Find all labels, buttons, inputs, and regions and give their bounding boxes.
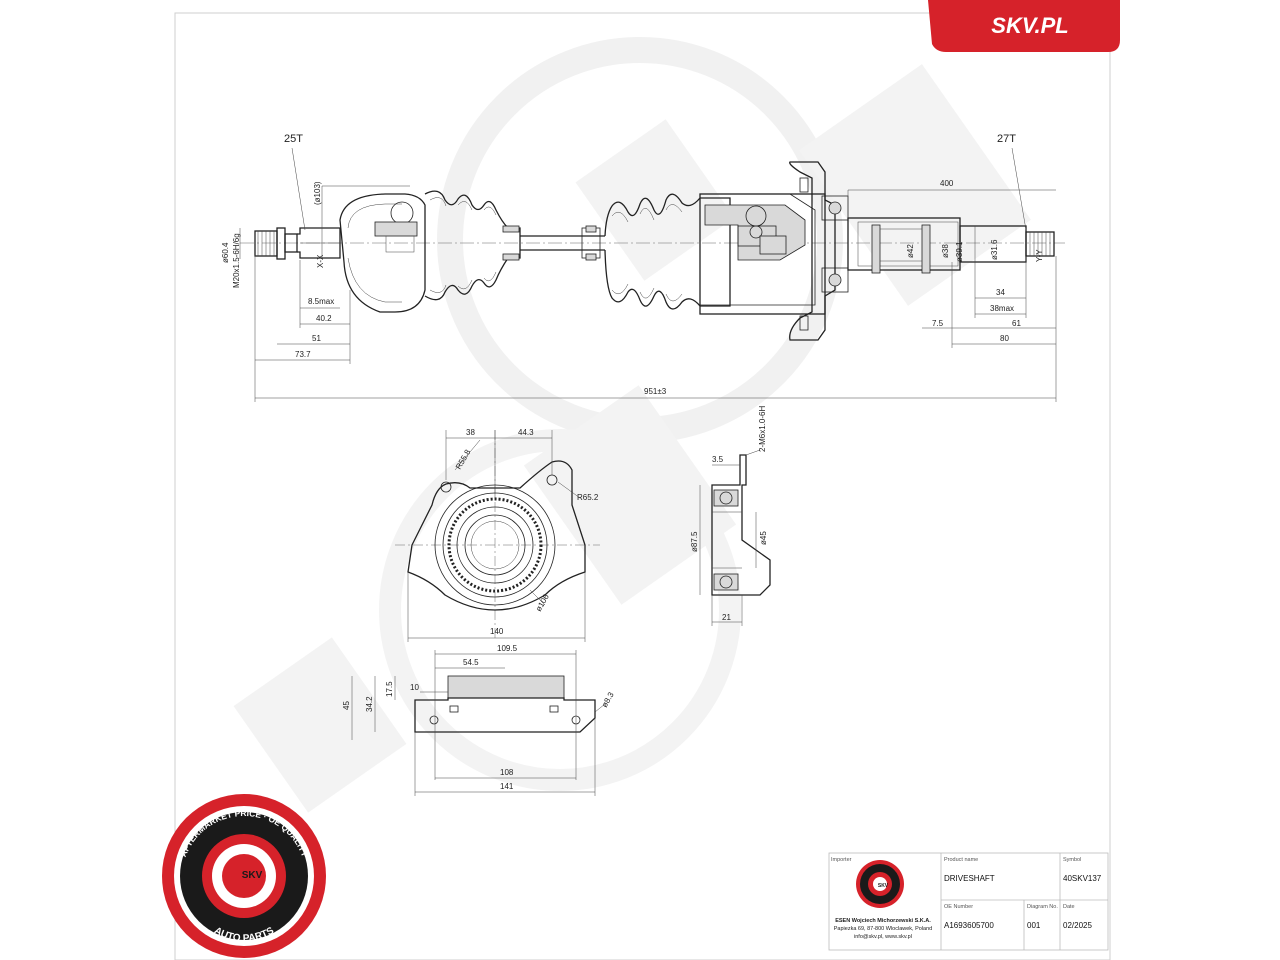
dim-d103: (ø103) <box>313 181 322 205</box>
dim-108: 108 <box>500 768 514 777</box>
diagram-no-label: Diagram No. <box>1027 904 1058 910</box>
watermark <box>233 37 1031 813</box>
date-value: 02/2025 <box>1063 921 1092 930</box>
dim-d106: ø106 <box>534 592 551 613</box>
dim-d87-5: ø87.5 <box>690 531 699 552</box>
dim-109-5: 109.5 <box>497 644 518 653</box>
spline-label-right: 27T <box>997 133 1016 145</box>
dim-54-5: 54.5 <box>463 658 479 667</box>
diagram-no: 001 <box>1027 921 1041 930</box>
mini-seal-logo: SKV <box>856 860 904 908</box>
site-logo-text: SKV.PL <box>991 13 1068 38</box>
spline-label-left: 25T <box>284 133 303 145</box>
dim-d39-1: ø39.1 <box>955 241 964 262</box>
section-y: Y-Y <box>1035 249 1044 262</box>
importer-contact: info@skv.pl, www.skv.pl <box>854 934 912 940</box>
dim-8-5max: 8.5max <box>308 297 334 306</box>
dim-40-2: 40.2 <box>316 314 332 323</box>
dim-17-5: 17.5 <box>385 681 394 697</box>
oe-number: A1693605700 <box>944 921 994 930</box>
dim-400: 400 <box>940 179 954 188</box>
dim-d60-4: ø60.4 <box>221 242 230 263</box>
dim-d42: ø42 <box>906 244 915 258</box>
dim-61: 61 <box>1012 319 1021 328</box>
dim-m6-thread: 2-M6x1.0-6H <box>758 406 767 452</box>
skv-logo-tab: SKV.PL <box>928 0 1120 52</box>
importer-label: Importer <box>831 857 852 863</box>
dim-10: 10 <box>410 683 419 692</box>
importer-name: ESEN Wojciech Michorzewski S.K.A. <box>835 918 931 924</box>
dim-d38: ø38 <box>941 244 950 258</box>
dim-34: 34 <box>996 288 1005 297</box>
section-x: X-X <box>316 254 325 268</box>
dim-d31-6: ø31.6 <box>990 239 999 260</box>
dim-r65-2: R65.2 <box>577 493 599 502</box>
dim-34-2: 34.2 <box>365 696 374 712</box>
dim-38-front: 38 <box>466 428 475 437</box>
product-name: DRIVESHAFT <box>944 874 995 883</box>
dim-38max: 38max <box>990 304 1014 313</box>
date-label: Date <box>1063 904 1075 910</box>
symbol-label: Symbol <box>1063 857 1081 863</box>
dim-141: 141 <box>500 782 514 791</box>
bearing-side-view: ø87.5 ø45 3.5 2-M6x1.0-6H 21 <box>690 406 771 626</box>
dim-80: 80 <box>1000 334 1009 343</box>
dim-45: 45 <box>342 701 351 710</box>
dim-thread-left: M20x1.5-6H/6g <box>232 233 241 288</box>
sheet-frame <box>174 12 1111 960</box>
dim-d8-3: ø8.3 <box>600 690 616 709</box>
oe-number-label: OE Number <box>944 904 973 910</box>
svg-text:SKV: SKV <box>878 883 889 889</box>
dim-21: 21 <box>722 613 731 622</box>
bracket-side-view: 109.5 54.5 10 17.5 34.2 45 ø8.3 108 141 <box>342 644 616 796</box>
title-block: Importer Product name DRIVESHAFT Symbol … <box>828 852 1109 951</box>
product-name-label: Product name <box>944 857 978 863</box>
symbol-value: 40SKV137 <box>1063 874 1102 883</box>
dim-total-length: 951±3 <box>644 387 667 396</box>
dim-d45: ø45 <box>759 531 768 545</box>
dim-7-5: 7.5 <box>932 319 944 328</box>
driveshaft-view: 25T 27T (ø103) ø60.4 M20x1.5-6H/6g X-X 8… <box>221 133 1065 402</box>
auto-parts-seal: AFTERMARKET PRICE · OE QUALITY AUTO PART… <box>162 794 326 958</box>
seal-center-text: SKV <box>242 870 263 881</box>
dim-3-5: 3.5 <box>712 455 724 464</box>
dim-73-7: 73.7 <box>295 350 311 359</box>
dim-51: 51 <box>312 334 321 343</box>
importer-address: Papiezka 69, 87-800 Wloclawek, Poland <box>834 926 932 932</box>
dim-44-3: 44.3 <box>518 428 534 437</box>
dim-140: 140 <box>490 627 504 636</box>
